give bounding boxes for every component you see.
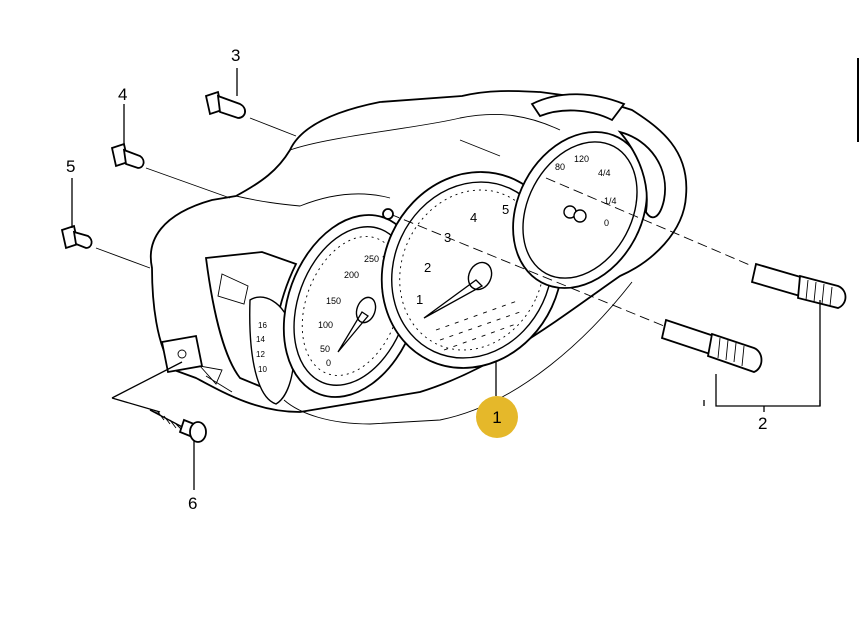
callout-1: 1: [476, 396, 518, 438]
tacho-label-4: 4: [470, 210, 477, 225]
speedo-label-200: 200: [344, 270, 359, 280]
speedo-label-50: 50: [320, 344, 330, 354]
screw-part-3: [204, 90, 246, 119]
bulb-holder-upper: [750, 262, 847, 309]
right-gauge-label-120: 120: [574, 154, 589, 164]
callout-4: 4: [118, 85, 128, 104]
callout-1-label: 1: [492, 407, 502, 427]
screw-part-6: [149, 409, 207, 443]
tacho-label-5: 5: [502, 202, 509, 217]
leader-lines: [71, 68, 821, 490]
right-gauges: 80 120 4/4 1/4 0: [512, 130, 666, 289]
left-gauge-label-14: 14: [256, 335, 265, 344]
left-gauge-label-12: 12: [256, 350, 265, 359]
callout-5: 5: [66, 157, 76, 176]
left-gauge-label-10: 10: [258, 365, 267, 374]
callout-2: 2: [758, 414, 768, 433]
speedo-label-250: 250: [364, 254, 379, 264]
speedo-label-100: 100: [318, 320, 333, 330]
right-gauge-label-80: 80: [555, 162, 565, 172]
callout-6: 6: [188, 494, 198, 513]
right-gauge-label-14: 1/4: [604, 196, 617, 206]
screw-part-5: [60, 224, 93, 250]
speedo-label-0: 0: [326, 358, 331, 368]
tacho-label-1: 1: [416, 292, 423, 307]
left-gauge-label-16: 16: [258, 321, 267, 330]
bulb-holder-lower: [660, 318, 763, 373]
right-gauge-label-0: 0: [604, 218, 609, 228]
right-gauge-label-44: 4/4: [598, 168, 611, 178]
speedo-label-150: 150: [326, 296, 341, 306]
screw-part-4: [110, 142, 145, 169]
tacho-label-2: 2: [424, 260, 431, 275]
callout-3: 3: [231, 46, 241, 65]
